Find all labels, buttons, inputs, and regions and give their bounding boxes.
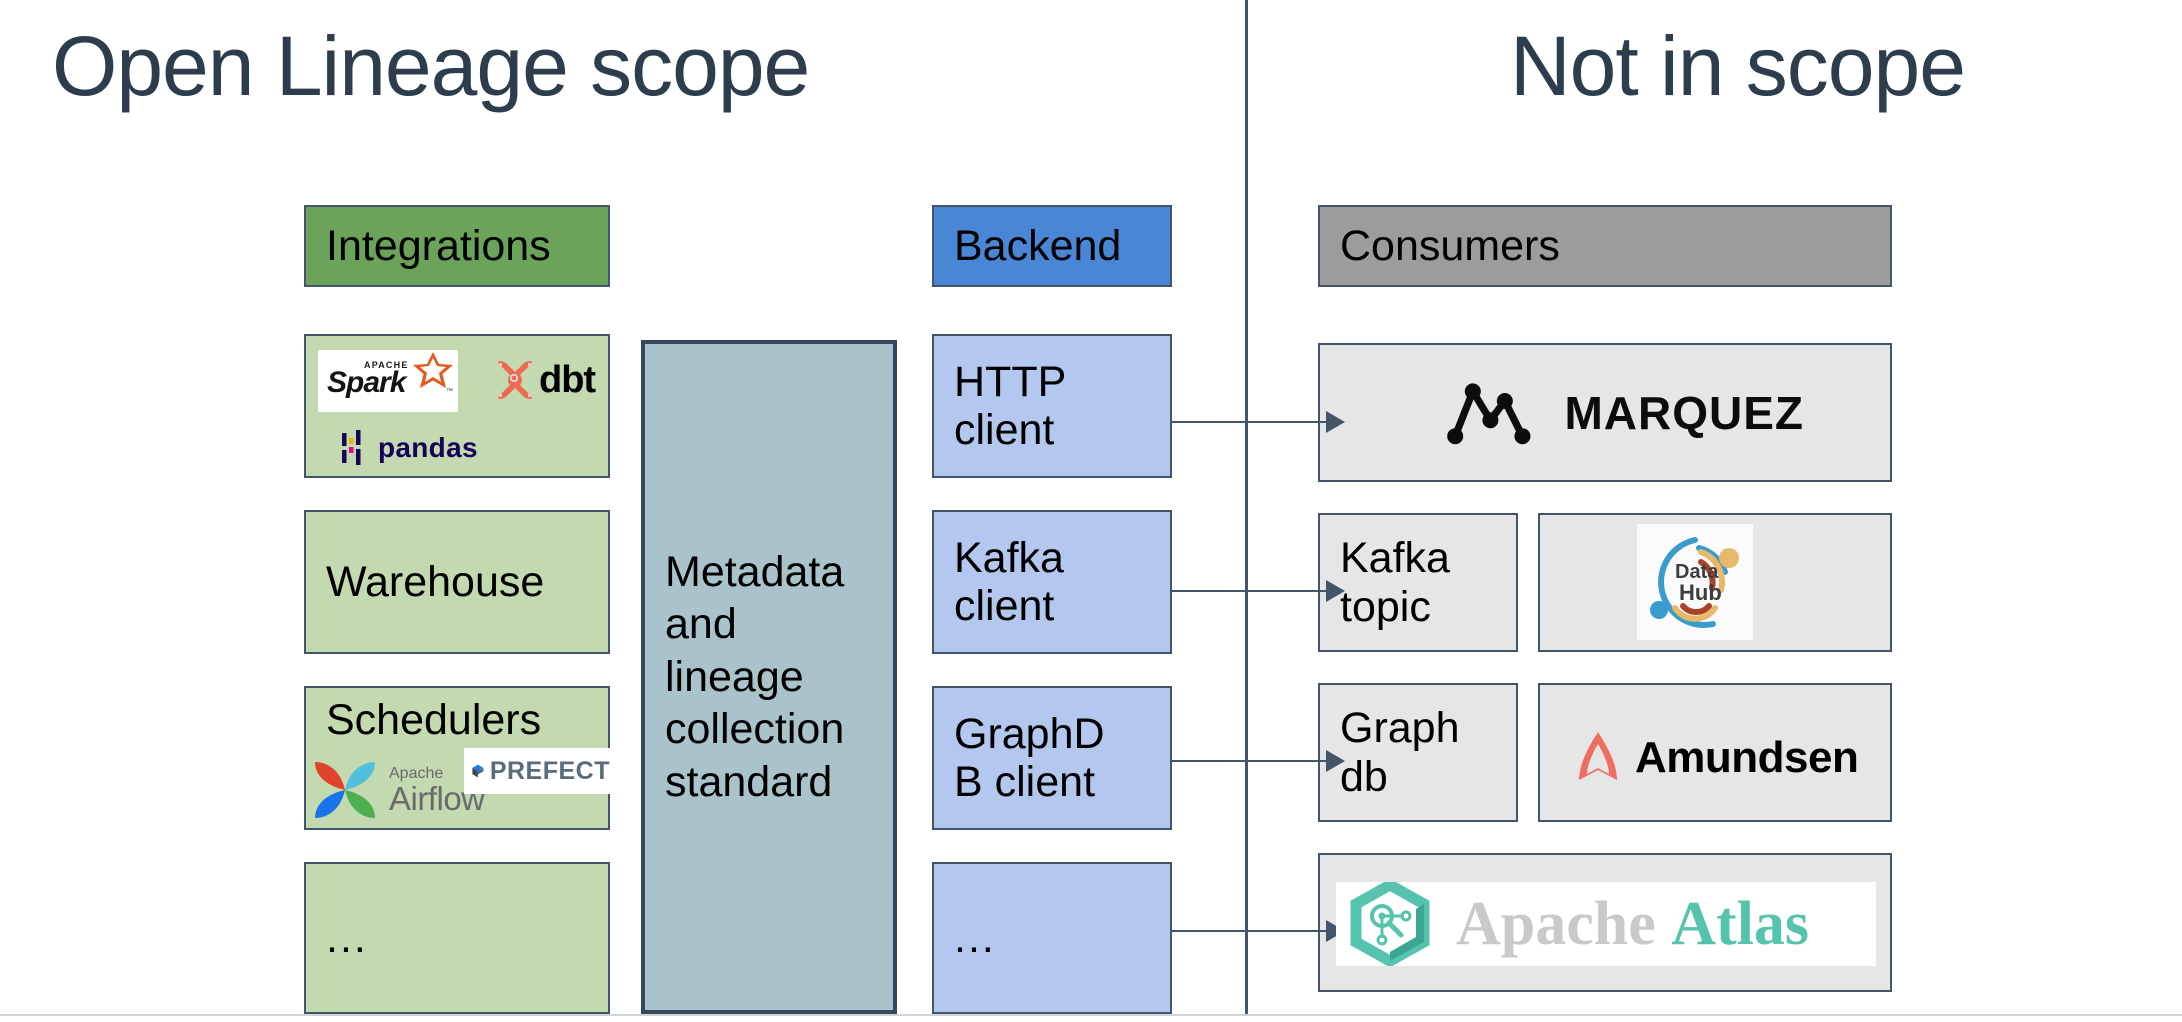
prefect-logo: PREFECT <box>464 748 610 794</box>
arrow-graphdb-to-graphdb-head <box>1326 750 1345 772</box>
airflow-apache-text: Apache <box>389 764 444 782</box>
scope-divider <box>1245 0 1248 1016</box>
atlas-apache-word: Apache <box>1456 889 1656 958</box>
backend-item-more[interactable]: ... <box>932 862 1172 1014</box>
prefect-wordmark: PREFECT <box>489 756 610 785</box>
arrow-kafka-to-topic-head <box>1326 580 1345 602</box>
dbt-logo: dbt <box>494 356 604 404</box>
consumer-item-marquez[interactable] <box>1318 343 1892 482</box>
datahub-mark-icon: Data Hub <box>1650 537 1739 628</box>
warehouse-label: Warehouse <box>326 557 545 606</box>
spark-trademark: ™ <box>446 388 453 395</box>
arrow-graphdb-to-graphdb-line <box>1172 760 1326 762</box>
airflow-pinwheel-icon <box>315 762 375 818</box>
integrations-ellipsis-label: ... <box>326 913 368 962</box>
integrations-header[interactable]: Integrations <box>304 205 610 287</box>
backend-header-label: Backend <box>954 221 1122 270</box>
apache-atlas-logo: Apache Atlas <box>1336 882 1876 966</box>
page-title-right: Not in scope <box>1510 19 1966 113</box>
spark-wordmark: Spark <box>327 366 406 399</box>
consumer-item-graph-db[interactable]: Graph db <box>1318 683 1518 822</box>
spark-logo: APACHE Spark ™ <box>318 350 458 412</box>
amundsen-logo: Amundsen <box>1575 728 1895 788</box>
atlas-atlas-word: Atlas <box>1671 889 1810 958</box>
datahub-text-line2: Hub <box>1679 580 1722 605</box>
datahub-logo: Data Hub <box>1637 524 1753 640</box>
amundsen-wordmark: Amundsen <box>1635 733 1859 782</box>
dbt-mark-icon <box>498 361 532 399</box>
consumers-header[interactable]: Consumers <box>1318 205 1892 287</box>
backend-ellipsis-label: ... <box>954 913 996 962</box>
atlas-hexagon-icon <box>1350 882 1430 966</box>
marquez-wordmark: MARQUEZ <box>1564 387 1804 439</box>
marquez-mark-icon <box>1447 383 1531 445</box>
spark-star-icon <box>413 352 453 388</box>
graph-db-label: Graph db <box>1340 704 1460 801</box>
page-title-left: Open Lineage scope <box>52 19 810 113</box>
backend-item-kafka-client[interactable]: Kafka client <box>932 510 1172 654</box>
arrow-kafka-to-topic-line <box>1172 590 1326 592</box>
backend-header[interactable]: Backend <box>932 205 1172 287</box>
integrations-header-label: Integrations <box>326 221 551 270</box>
kafka-topic-label: Kafka topic <box>1340 534 1450 631</box>
metadata-lineage-standard-box[interactable]: Metadata and lineage collection standard <box>641 340 897 1014</box>
arrow-http-to-marquez-line <box>1172 421 1326 423</box>
consumer-item-kafka-topic[interactable]: Kafka topic <box>1318 513 1518 652</box>
arrow-more-to-atlas-line <box>1172 930 1326 932</box>
bottom-rule <box>0 1014 2182 1016</box>
consumers-header-label: Consumers <box>1340 221 1560 270</box>
graphdb-client-label: GraphD B client <box>954 709 1105 806</box>
arrow-http-to-marquez-head <box>1326 411 1345 433</box>
prefect-mark-icon <box>472 764 484 778</box>
dbt-wordmark: dbt <box>539 358 596 401</box>
amundsen-mark-icon <box>1579 732 1617 780</box>
marquez-logo: MARQUEZ <box>1444 372 1804 454</box>
consumer-item-amundsen[interactable] <box>1538 683 1892 822</box>
pandas-logo: pandas <box>340 428 500 468</box>
pandas-mark-icon <box>342 430 361 465</box>
schedulers-label: Schedulers <box>326 696 542 744</box>
kafka-client-label: Kafka client <box>954 533 1064 630</box>
metadata-lineage-standard-label: Metadata and lineage collection standard <box>665 547 845 806</box>
spark-apache-text: APACHE <box>364 360 409 370</box>
datahub-text-line1: Data <box>1675 561 1719 583</box>
integrations-item-more[interactable]: ... <box>304 862 610 1014</box>
backend-item-http-client[interactable]: HTTP client <box>932 334 1172 478</box>
integrations-item-warehouse[interactable]: Warehouse <box>304 510 610 654</box>
http-client-label: HTTP client <box>954 357 1067 454</box>
pandas-wordmark: pandas <box>378 432 478 463</box>
backend-item-graphdb-client[interactable]: GraphD B client <box>932 686 1172 830</box>
